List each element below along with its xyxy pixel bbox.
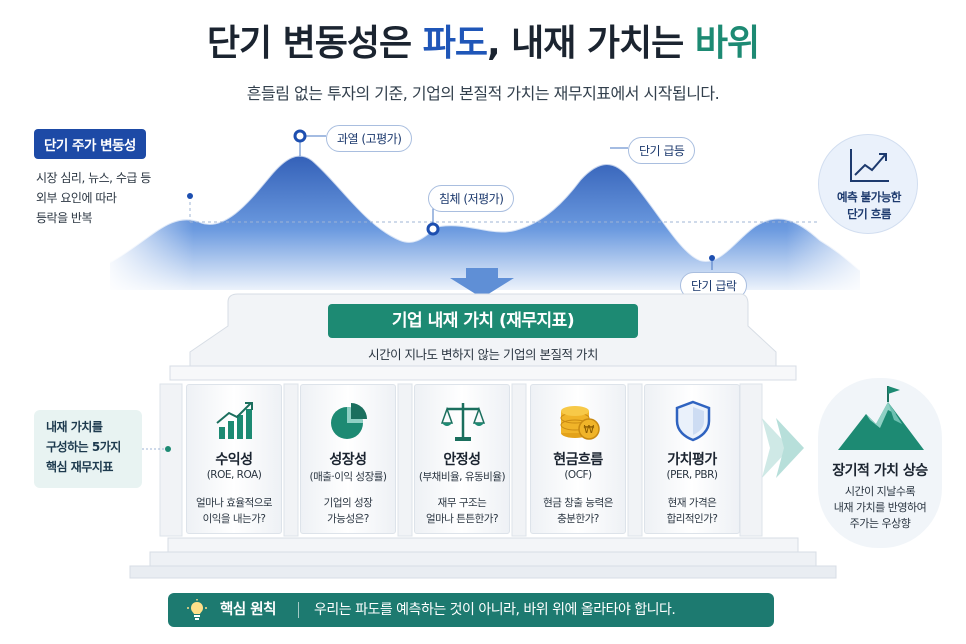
svg-text:₩: ₩ [584, 423, 595, 436]
surge-bubble: 단기 급등 [628, 137, 696, 164]
pillar-profitability: 수익성 (ROE, ROA) 얼마나 효율적으로 이익을 내는가? [186, 384, 282, 534]
coins-icon: ₩ [560, 406, 600, 440]
volatility-desc-line: 시장 심리, 뉴스, 수급 등 [36, 171, 151, 185]
outcome-desc-line: 주가는 우상향 [849, 517, 911, 530]
outcome-desc-line: 내재 가치를 반영하여 [833, 501, 927, 514]
pillar-valuation: 가치평가 (PER, PBR) 현재 가격은 합리적인가? [644, 384, 740, 534]
title-rock-word: 바위 [694, 23, 760, 64]
pillar-question: 기업의 성장 가능성은? [301, 495, 395, 527]
core-indicators-box: 내재 가치를 구성하는 5가지 핵심 재무지표 [34, 410, 142, 488]
volatility-description: 시장 심리, 뉴스, 수급 등 외부 요인에 따라 등락을 반복 [36, 168, 151, 228]
pillar-cashflow: ₩ 현금흐름 (OCF) 현금 창출 능력은 충분한가? [530, 384, 626, 534]
pillar-metrics: (OCF) [564, 469, 592, 481]
principle-bar: 핵심 원칙 우리는 파도를 예측하는 것이 아니라, 바위 위에 올라타야 합니… [168, 593, 774, 627]
pillar-question-line: 충분한가? [557, 513, 599, 525]
pillar-question-line: 현재 가격은 [667, 497, 717, 509]
unpredictable-line: 단기 흐름 [847, 207, 891, 221]
pillar-name: 가치평가 [667, 452, 717, 468]
pillar-metrics: (매출·이익 성장률) [309, 471, 388, 483]
unpredictable-label: 예측 불가능한 단기 흐름 [819, 189, 919, 223]
pillar-name: 수익성 [215, 452, 253, 468]
pillar-name: 현금흐름 [553, 452, 603, 468]
pillar-name: 안정성 [443, 452, 481, 468]
pillar-question: 현재 가격은 합리적인가? [645, 495, 739, 527]
title-part1: 단기 변동성은 [206, 23, 423, 64]
core-indicators-line: 구성하는 5가지 [46, 440, 121, 454]
title-part2: , 내재 가치는 [486, 23, 695, 64]
outcome-description: 시간이 지날수록 내재 가치를 반영하여 주가는 우상향 [818, 484, 942, 532]
slump-bubble: 침체 (저평가) [428, 185, 515, 212]
page-subtitle: 흔들림 없는 투자의 기준, 기업의 본질적 가치는 재무지표에서 시작됩니다. [246, 84, 720, 103]
unpredictable-circle: 예측 불가능한 단기 흐름 [818, 134, 918, 234]
pillar-question-line: 얼마나 효율적으로 [195, 497, 273, 509]
core-indicators-line: 핵심 재무지표 [46, 460, 113, 474]
pillar-question-line: 현금 창출 능력은 [543, 497, 613, 509]
scale-icon [441, 403, 485, 441]
principle-divider [298, 602, 299, 618]
temple-title: 기업 내재 가치 (재무지표) [328, 304, 638, 338]
pie-chart-icon [331, 403, 367, 439]
principle-key: 핵심 원칙 [220, 602, 276, 618]
principle-message: 우리는 파도를 예측하는 것이 아니라, 바위 위에 올라타야 합니다. [314, 602, 676, 618]
outcome-title: 장기적 가치 상승 [832, 463, 928, 479]
title-wave-word: 파도 [422, 23, 488, 64]
pillar-question-line: 합리적인가? [666, 513, 718, 525]
pillar-question-line: 가능성은? [327, 513, 369, 525]
pillar-metrics: (PER, PBR) [666, 469, 718, 481]
temple-subtitle: 시간이 지나도 변하지 않는 기업의 본질적 가치 [368, 347, 598, 362]
core-indicators-line: 내재 가치를 [46, 420, 103, 434]
pillar-question-line: 기업의 성장 [323, 497, 373, 509]
pillar-question-line: 재무 구조는 [437, 497, 487, 509]
trend-chart-icon [850, 149, 889, 182]
pillar-metrics: (ROE, ROA) [206, 469, 262, 481]
wave-illustration [100, 129, 880, 298]
outcome-desc-line: 시간이 지날수록 [844, 485, 916, 498]
pillar-question-line: 이익을 내는가? [202, 513, 266, 525]
overheat-bubble: 과열 (고평가) [326, 125, 413, 152]
pillar-question: 현금 창출 능력은 충분한가? [531, 495, 625, 527]
outcome-panel [818, 378, 942, 548]
bar-growth-icon [216, 402, 253, 439]
pillar-question-line: 얼마나 튼튼한가? [425, 513, 499, 525]
shield-icon [675, 400, 711, 442]
volatility-tag: 단기 주가 변동성 [34, 129, 146, 159]
page-title: 단기 변동성은 파도, 내재 가치는 바위 [0, 14, 966, 66]
pillar-name: 성장성 [329, 452, 367, 468]
volatility-desc-line: 등락을 반복 [36, 211, 93, 225]
mountain-flag-icon [838, 386, 924, 450]
pillar-growth: 성장성 (매출·이익 성장률) 기업의 성장 가능성은? [300, 384, 396, 534]
volatility-desc-line: 외부 요인에 따라 [36, 191, 117, 205]
lightbulb-icon [187, 599, 207, 620]
pillar-metrics: (부채비율, 유동비율) [418, 471, 506, 483]
pillar-question: 얼마나 효율적으로 이익을 내는가? [187, 495, 281, 527]
pillar-question: 재무 구조는 얼마나 튼튼한가? [415, 495, 509, 527]
unpredictable-line: 예측 불가능한 [837, 190, 901, 204]
pillar-stability: 안정성 (부채비율, 유동비율) 재무 구조는 얼마나 튼튼한가? [414, 384, 510, 534]
